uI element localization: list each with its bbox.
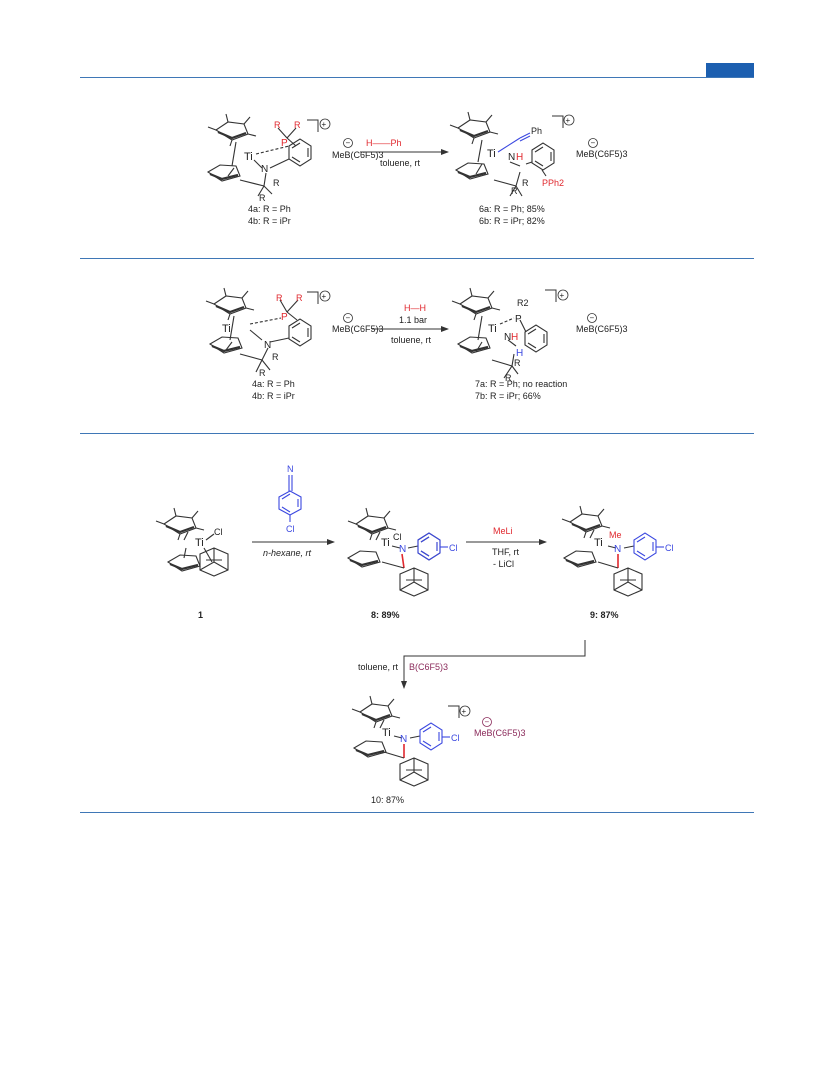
minus-charge: − — [346, 139, 351, 148]
scheme2-reactant-4: Ti N P R R R R + — [204, 286, 331, 378]
atom-r: R — [514, 358, 521, 368]
atom-p: P — [515, 314, 522, 325]
conditions: n-hexane, rt — [263, 548, 312, 558]
minus-charge: − — [485, 718, 490, 727]
label-1: 1 — [198, 610, 203, 620]
label-4b: 4b: R = iPr — [252, 391, 295, 401]
atom-cl: Cl — [449, 543, 458, 553]
conditions: toluene, rt — [358, 662, 399, 672]
atom-r: R — [276, 293, 283, 303]
label-9: 9: 87% — [590, 610, 619, 620]
atom-cl: Cl — [665, 543, 674, 553]
atom-ti: Ti — [381, 537, 390, 549]
atom-ti: Ti — [594, 537, 603, 549]
atom-r2: R2 — [517, 298, 529, 308]
nitrile-reagent: N Cl — [278, 464, 302, 534]
atom-ti: Ti — [487, 148, 496, 160]
plus-charge: + — [560, 291, 565, 300]
counterion: MeB(C6F5)3 — [576, 149, 628, 159]
atom-n: N — [261, 164, 268, 175]
compound-10: Ti N Cl + — [350, 694, 471, 787]
header-rule — [80, 77, 754, 78]
plus-charge: + — [566, 116, 571, 125]
atom-ph: Ph — [531, 126, 542, 136]
atom-cl: Cl — [393, 532, 402, 542]
atom-r: R — [259, 193, 266, 203]
atom-n: N — [264, 340, 271, 351]
minus-charge: − — [591, 139, 596, 148]
atom-r: R — [511, 186, 518, 196]
scheme2-product-7: Ti N H P R2 H R R + — [450, 286, 569, 383]
atom-ti: Ti — [222, 323, 231, 335]
borane-reagent: B(C6F5)3 — [409, 662, 448, 672]
header-tab — [706, 63, 754, 77]
atom-h: H — [511, 332, 518, 343]
label-7a: 7a: R = Ph; no reaction — [475, 379, 567, 389]
atom-n: N — [400, 734, 407, 745]
compound-1: Ti Cl — [154, 506, 229, 577]
atom-ti: Ti — [382, 727, 391, 739]
minus-charge: − — [590, 314, 595, 323]
alkyne-reagent: H——Ph — [366, 138, 402, 148]
footer-rule — [80, 812, 754, 813]
scheme1-product-6: Ti N H Ph PPh2 R R + — [448, 110, 575, 197]
atom-r: R — [273, 178, 280, 188]
atom-n: N — [287, 464, 294, 474]
conditions: toluene, rt — [380, 158, 421, 168]
hydrogen-reagent: H—H — [404, 303, 426, 313]
atom-n: N — [614, 544, 621, 555]
atom-ti: Ti — [488, 323, 497, 335]
conditions: - LiCl — [493, 559, 514, 569]
atom-r: R — [259, 368, 266, 378]
atom-cl: Cl — [451, 733, 460, 743]
counterion: MeB(C6F5)3 — [474, 728, 526, 738]
scheme-divider-1 — [80, 258, 754, 259]
atom-n: N — [504, 332, 511, 343]
atom-n: N — [508, 152, 515, 163]
label-6b: 6b: R = iPr; 82% — [479, 216, 545, 226]
conditions: THF, rt — [492, 547, 519, 557]
scheme1-reactant-4: Ti N P R R R R + — [206, 112, 331, 203]
atom-cl: Cl — [214, 527, 223, 537]
atom-r: R — [505, 373, 512, 383]
atom-p: P — [281, 138, 288, 149]
atom-me: Me — [609, 530, 622, 540]
atom-r: R — [296, 293, 303, 303]
atom-p: P — [281, 312, 288, 323]
atom-h: H — [516, 348, 523, 359]
atom-ti: Ti — [195, 537, 204, 549]
label-7b: 7b: R = iPr; 66% — [475, 391, 541, 401]
counterion: MeB(C6F5)3 — [332, 150, 384, 160]
label-10: 10: 87% — [371, 795, 404, 805]
atom-r: R — [294, 120, 301, 130]
plus-charge: + — [322, 292, 327, 301]
meli-reagent: MeLi — [493, 526, 513, 536]
atom-r: R — [522, 178, 529, 188]
plus-charge: + — [462, 707, 467, 716]
counterion: MeB(C6F5)3 — [332, 324, 384, 334]
compound-8: Ti Cl N Cl — [346, 506, 458, 597]
atom-ti: Ti — [244, 151, 253, 163]
plus-charge: + — [322, 120, 327, 129]
conditions: toluene, rt — [391, 335, 432, 345]
label-4a: 4a: R = Ph — [252, 379, 295, 389]
atom-pph2: PPh2 — [542, 178, 564, 188]
atom-h: H — [516, 152, 523, 163]
counterion: MeB(C6F5)3 — [576, 324, 628, 334]
label-4a: 4a: R = Ph — [248, 204, 291, 214]
minus-charge: − — [346, 314, 351, 323]
atom-r: R — [274, 120, 281, 130]
label-6a: 6a: R = Ph; 85% — [479, 204, 545, 214]
reaction-arrow — [401, 640, 586, 689]
label-4b: 4b: R = iPr — [248, 216, 291, 226]
atom-n: N — [399, 544, 406, 555]
atom-cl: Cl — [286, 524, 295, 534]
scheme-divider-2 — [80, 433, 754, 434]
atom-r: R — [272, 352, 279, 362]
label-8: 8: 89% — [371, 610, 400, 620]
compound-9: Ti Me N Cl — [560, 504, 674, 597]
pressure: 1.1 bar — [399, 315, 427, 325]
